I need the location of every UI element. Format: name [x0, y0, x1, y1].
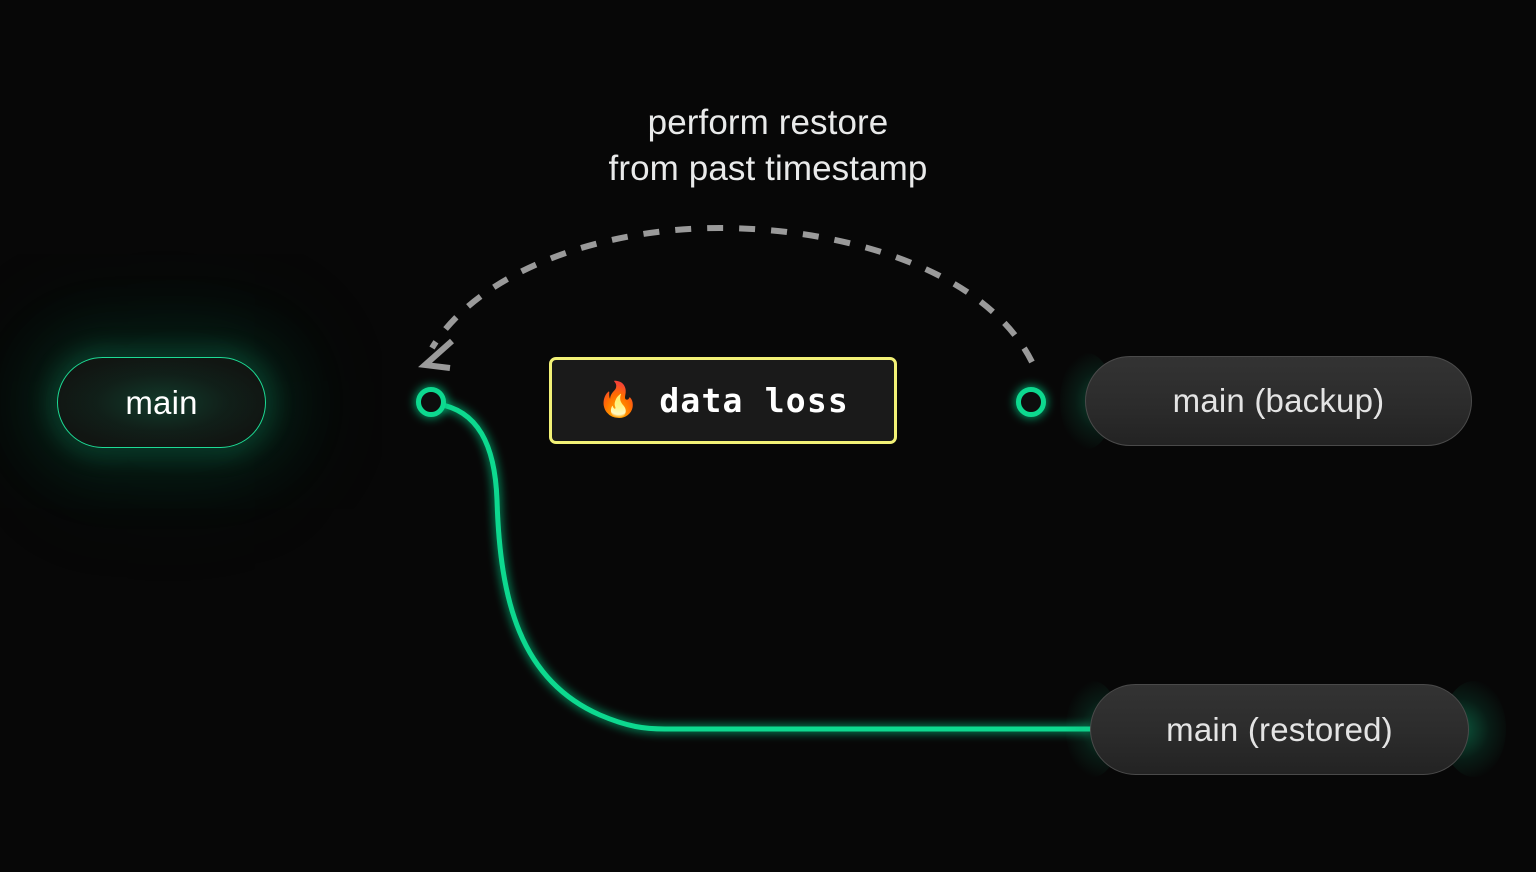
dashed-restore-arc — [429, 224, 1035, 364]
node-main[interactable]: main — [57, 357, 266, 448]
data-loss-label: data loss — [659, 381, 849, 420]
node-main-backup[interactable]: main (backup) — [1085, 356, 1472, 446]
data-loss-event[interactable]: 🔥 data loss — [549, 357, 897, 444]
node-main-backup-label: main (backup) — [1172, 382, 1385, 419]
node-main-restored-label: main (restored) — [1166, 710, 1393, 748]
restore-caption: perform restore from past timestamp — [608, 103, 928, 188]
edge-junction-to-restored — [434, 401, 1094, 732]
branch-endpoint-circle[interactable] — [1016, 387, 1046, 417]
restore-arrowhead-icon — [418, 338, 454, 371]
branch-point-circle[interactable] — [416, 387, 446, 417]
fire-icon: 🔥 — [597, 380, 640, 419]
node-main-label: main — [125, 383, 198, 421]
node-main-restored[interactable]: main (restored) — [1090, 684, 1469, 775]
